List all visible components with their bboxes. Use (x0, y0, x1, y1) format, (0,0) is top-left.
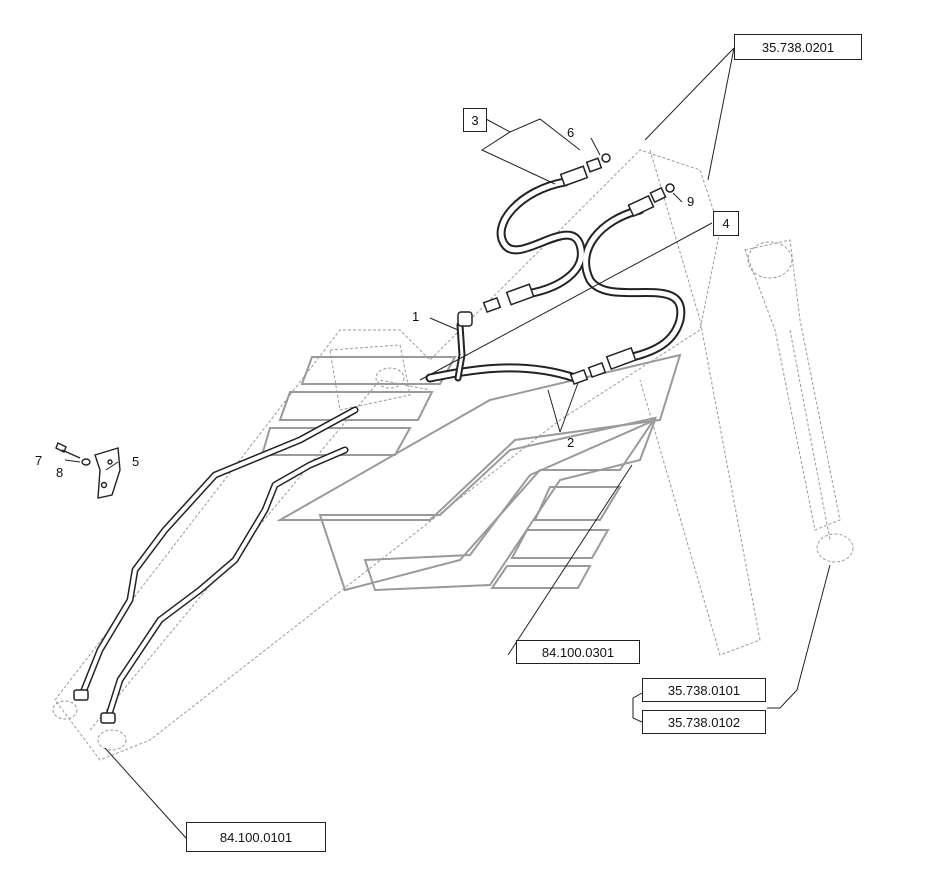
ref-84-100-0301[interactable]: 84.100.0301 (516, 640, 640, 664)
hoses-inner (427, 179, 684, 381)
decal-stripes (260, 353, 682, 592)
fittings (482, 153, 675, 386)
cylinder-outline (744, 239, 854, 563)
callout-7: 7 (35, 453, 43, 468)
callout-box-3: 3 (463, 108, 487, 132)
pipe-ends (73, 689, 116, 724)
ref-35-738-0101[interactable]: 35.738.0101 (642, 678, 766, 702)
callout-8: 8 (56, 465, 64, 480)
ref-35-738-0102[interactable]: 35.738.0102 (642, 710, 766, 734)
callout-5: 5 (132, 454, 140, 469)
boom-outline (52, 149, 761, 761)
steel-pipes (78, 406, 359, 722)
callout-9: 9 (687, 194, 695, 209)
ref-84-100-0101[interactable]: 84.100.0101 (186, 822, 326, 852)
bracket-assembly (55, 442, 121, 499)
callout-6: 6 (567, 125, 575, 140)
callout-1: 1 (412, 309, 420, 324)
callout-2: 2 (567, 435, 575, 450)
leader-lines (64, 47, 831, 839)
steel-pipes-inner (80, 408, 357, 720)
ref-35-738-0201[interactable]: 35.738.0201 (734, 34, 862, 60)
elbow-cap (457, 311, 473, 327)
callout-box-4: 4 (713, 211, 739, 236)
